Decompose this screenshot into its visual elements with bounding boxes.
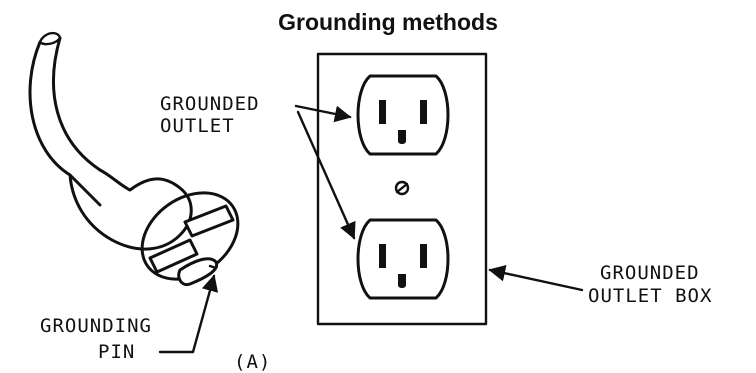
label-grounded-outlet-line2: OUTLET <box>160 115 235 137</box>
outlet-upper-slot-right <box>420 100 427 124</box>
plug-cord-illustration <box>28 31 240 287</box>
outlet-lower <box>356 218 450 300</box>
arrow-grounded-outlet-upper <box>294 104 352 123</box>
figure-tag: (A) <box>234 351 271 373</box>
arrow-grounded-outlet-box <box>488 265 584 292</box>
outlet-lower-slot-left <box>379 244 386 268</box>
arrow-grounded-outlet-lower <box>296 110 356 240</box>
label-grounding-pin-line1: GROUNDING <box>40 315 152 337</box>
label-grounding-pin-line2: PIN <box>98 341 135 363</box>
arrow-grounding-pin <box>158 274 219 354</box>
outlet-upper-slot-left <box>379 100 386 124</box>
outlet-lower-ground-hole <box>398 274 406 288</box>
grounding-pin <box>177 257 219 287</box>
outlet-upper-ground-hole <box>398 130 406 144</box>
grounding-pin-tip <box>208 264 218 270</box>
plug-blade-upper <box>183 204 235 238</box>
cord-end-cap <box>38 31 62 46</box>
plug-blade-lower <box>148 238 199 274</box>
label-grounded-outlet-line1: GROUNDED <box>160 93 260 115</box>
plate-screw <box>394 180 410 196</box>
plug-body <box>68 168 193 251</box>
diagram-title: Grounding methods <box>278 9 498 35</box>
outlet-box-plate <box>316 52 488 326</box>
outlet-upper-face <box>356 74 450 156</box>
power-cord <box>28 36 102 177</box>
label-grounded-outlet-box-line1: GROUNDED <box>600 262 700 284</box>
outlet-lower-face <box>356 218 450 300</box>
outlet-lower-slot-right <box>420 244 427 268</box>
outlet-upper <box>356 74 450 156</box>
receptacle-illustration <box>316 52 488 326</box>
label-grounded-outlet-box-line2: OUTLET BOX <box>588 285 712 307</box>
